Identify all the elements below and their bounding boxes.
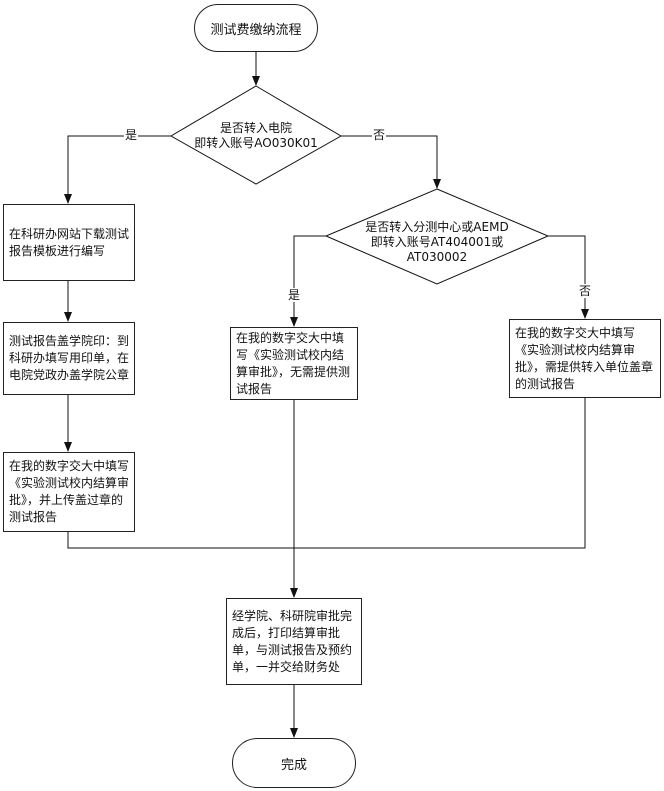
end-label: 完成	[280, 757, 307, 773]
left-step-3-text: 在我的数字交大中填写《实验测试校内结算审批》，并上传盖过章的测试报告	[9, 459, 130, 524]
decision-1-line-1: 是否转入电院	[219, 121, 292, 135]
final-step-box: 经学院、科研院审批完成后，打印结算审批单，与测试报告及预约单，一并交给财务处	[226, 598, 362, 685]
left-step-2-text: 测试报告盖学院印：到科研办填写用印单，在电院党政办盖学院公章	[9, 334, 130, 382]
left-step-3-box: 在我的数字交大中填写《实验测试校内结算审批》，并上传盖过章的测试报告	[3, 452, 135, 532]
right-step-1-text: 在我的数字交大中填写《实验测试校内结算审批》，需提供转入单位盖章的测试报告	[515, 325, 654, 391]
left-step-1-box: 在科研办网站下载测试报告模板进行编写	[3, 204, 135, 281]
decision-2-line-3: AT030002	[406, 250, 468, 264]
decision-1-no-label: 否	[372, 128, 387, 142]
decision-1-yes-label: 是	[124, 128, 139, 142]
decision-1-line-2: 即转入账号AO030K01	[194, 136, 318, 150]
left-step-2-box: 测试报告盖学院印：到科研办填写用印单，在电院党政办盖学院公章	[3, 322, 135, 395]
start-label: 测试费缴纳流程	[210, 22, 302, 38]
decision-diamond-2	[324, 188, 550, 285]
mid-step-1-text: 在我的数字交大中填写《实验测试校内结算审批》，无需提供测试报告	[236, 330, 351, 396]
decision-2-yes-label: 是	[287, 288, 302, 302]
decision-2-line-2: 即转入账号AT404001或	[370, 235, 504, 249]
left-step-1-text: 在科研办网站下载测试报告模板进行编写	[9, 226, 130, 258]
end-terminal: 完成	[232, 738, 356, 788]
start-terminal: 测试费缴纳流程	[194, 4, 318, 52]
mid-step-1-box: 在我的数字交大中填写《实验测试校内结算审批》，无需提供测试报告	[230, 327, 358, 400]
decision-2-no-label: 否	[578, 284, 593, 298]
decision-diamond-1	[169, 85, 343, 185]
final-step-text: 经学院、科研院审批完成后，打印结算审批单，与测试报告及预约单，一并交给财务处	[232, 608, 353, 674]
decision-2-line-1: 是否转入分测中心或AEMD	[365, 220, 509, 234]
decision-1-text: 是否转入电院 即转入账号AO030K01	[186, 121, 326, 151]
decision-2-text: 是否转入分测中心或AEMD 即转入账号AT404001或 AT030002	[340, 220, 534, 265]
right-step-1-box: 在我的数字交大中填写《实验测试校内结算审批》，需提供转入单位盖章的测试报告	[509, 319, 661, 398]
